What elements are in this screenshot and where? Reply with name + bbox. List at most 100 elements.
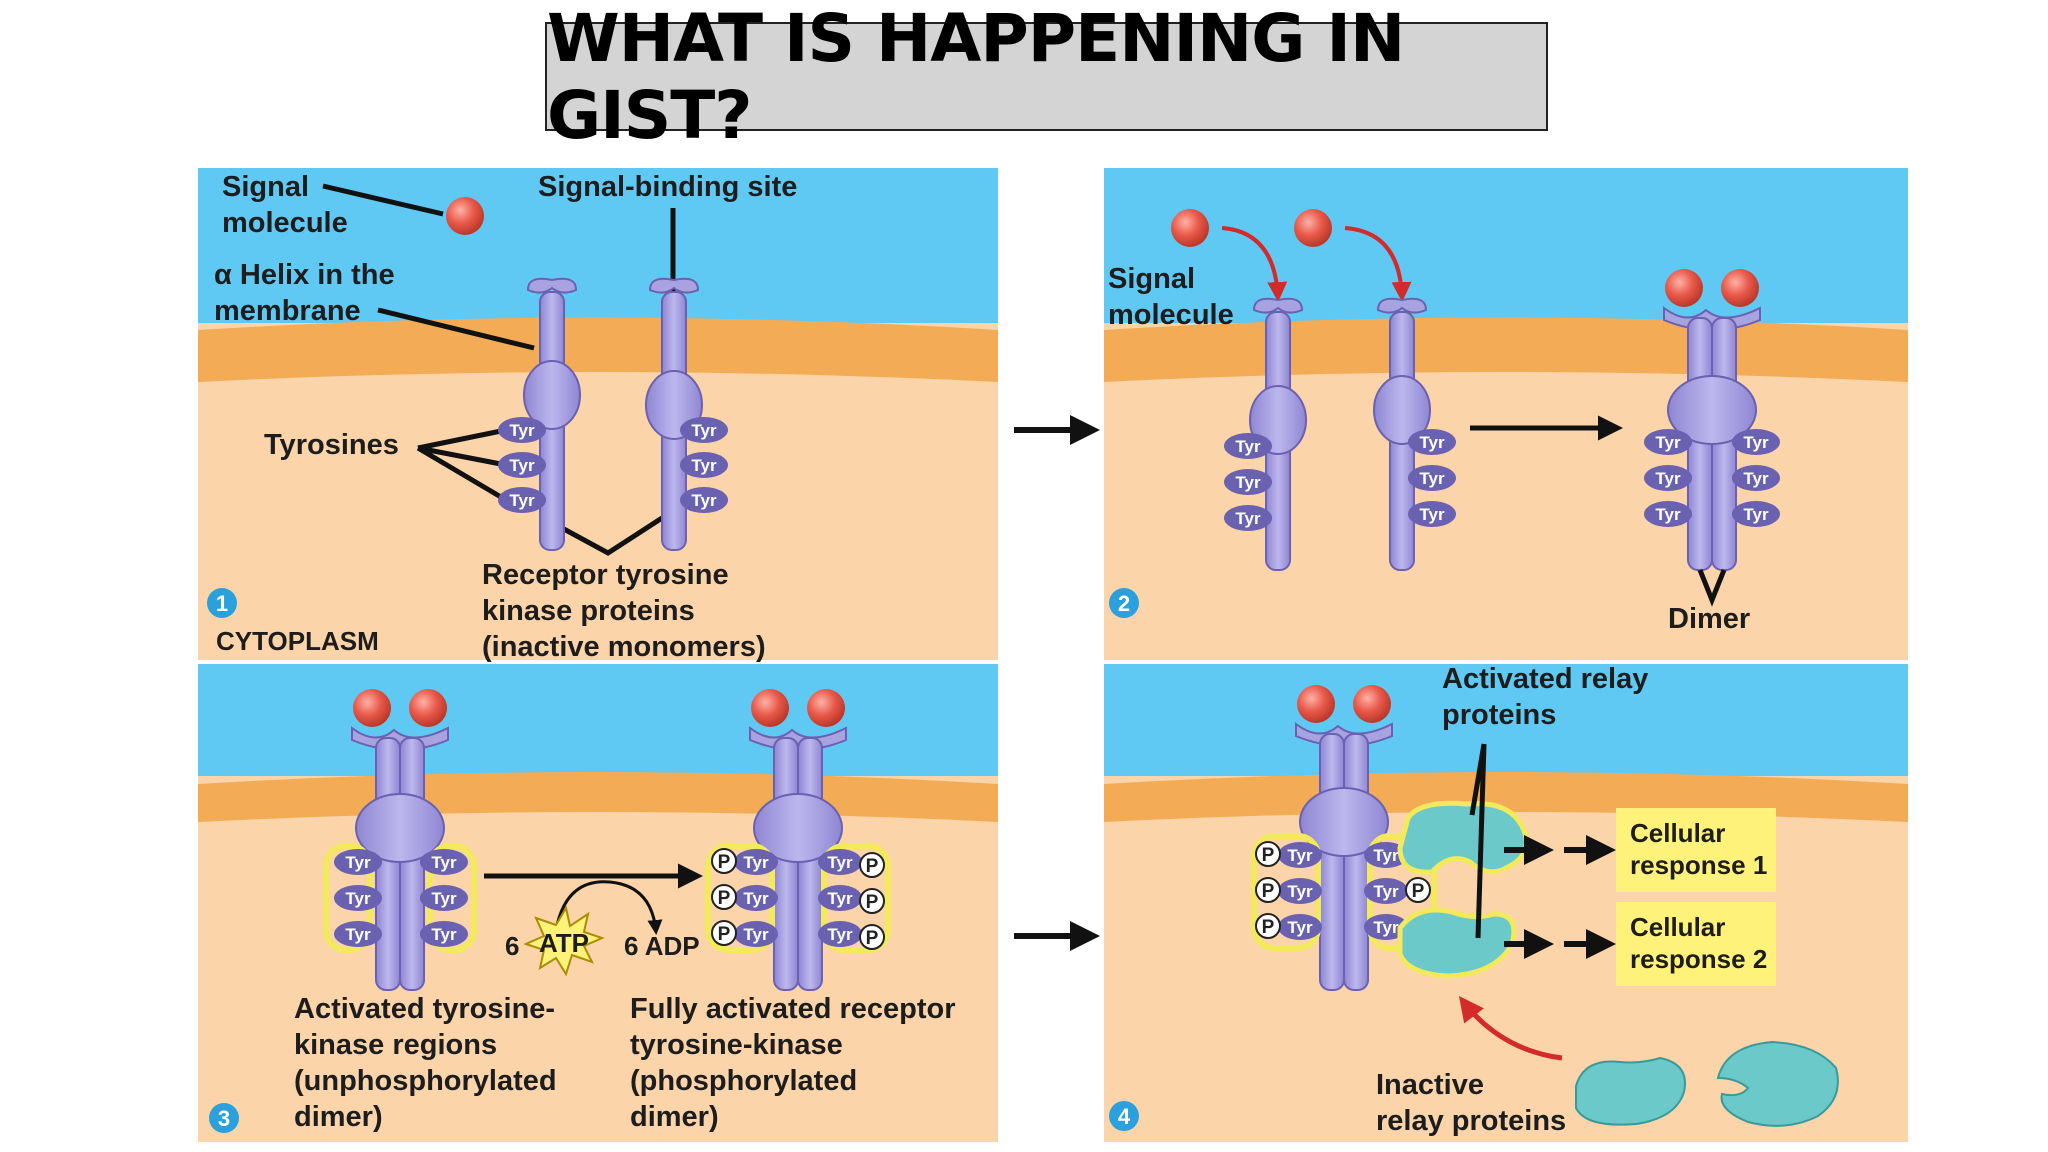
tyrosine: Tyr [1408,465,1456,491]
cellular-response-1: Cellular response 1 [1616,808,1776,892]
tyrosine: Tyr [498,487,546,513]
tyrosine: Tyr [734,849,778,875]
svg-text:Tyr: Tyr [1655,469,1681,488]
svg-text:Tyr: Tyr [1743,469,1769,488]
signal-molecule-label: molecule [1108,299,1234,331]
svg-text:P: P [718,852,731,873]
svg-text:Tyr: Tyr [1419,505,1445,524]
svg-text:Tyr: Tyr [1655,433,1681,452]
svg-text:response 1: response 1 [1630,850,1767,880]
svg-text:1: 1 [216,591,228,616]
phosphate: P [859,924,885,950]
tyrosine: Tyr [1364,914,1408,940]
binding-site-label: Signal-binding site [538,171,797,203]
tyrosine: Tyr [1408,429,1456,455]
tyrosine: Tyr [680,487,728,513]
svg-text:Tyr: Tyr [1287,918,1313,937]
phosphate: P [711,848,737,874]
panel-2 [1104,168,1908,660]
receptor-label: Receptor tyrosine [482,559,729,591]
relay-label: Activated relay [1442,663,1648,695]
step-badge [1109,588,1139,618]
cytoplasm-label: CYTOPLASM [216,626,379,656]
svg-text:Tyr: Tyr [743,853,769,872]
receptor-dimer: Tyr Tyr Tyr Tyr Tyr Tyr [323,689,477,991]
atp-burst: 6 ATP [505,905,605,977]
phosphate: P [1255,877,1281,903]
fully-activated-label: dimer) [630,1101,719,1133]
svg-text:Tyr: Tyr [691,491,717,510]
phosphate: P [859,852,885,878]
tyrosine: Tyr [1644,501,1692,527]
phosphorylated-dimer: Tyr Tyr Tyr Tyr Tyr Tyr P P P P P P [705,689,891,991]
svg-text:Cellular: Cellular [1630,818,1725,848]
atp-label: ATP [539,928,589,958]
svg-text:Tyr: Tyr [509,421,535,440]
svg-text:Tyr: Tyr [1287,882,1313,901]
activated-label: Activated tyrosine- [294,993,555,1025]
alpha-helix-label: membrane [214,295,361,327]
svg-text:Tyr: Tyr [431,925,457,944]
phosphate: P [1255,913,1281,939]
atp-count: 6 [505,931,519,961]
svg-text:Tyr: Tyr [509,456,535,475]
signal-molecule [1171,209,1209,247]
phosphate: P [1405,877,1431,903]
svg-text:Tyr: Tyr [1235,473,1261,492]
tyrosine: Tyr [334,849,382,875]
tyrosine: Tyr [420,885,468,911]
svg-text:P: P [866,856,879,877]
svg-text:Tyr: Tyr [1235,437,1261,456]
svg-text:P: P [718,924,731,945]
svg-text:3: 3 [218,1106,230,1131]
svg-text:2: 2 [1118,591,1130,616]
svg-text:Tyr: Tyr [1743,433,1769,452]
svg-text:Tyr: Tyr [1373,846,1399,865]
tyrosines-label: Tyrosines [264,429,399,461]
svg-text:Tyr: Tyr [345,889,371,908]
tyrosine: Tyr [498,417,546,443]
activated-relay-protein [1397,800,1529,875]
svg-text:response 2: response 2 [1630,944,1767,974]
svg-text:P: P [718,888,731,909]
alpha-helix-label: α Helix in the [214,259,395,291]
inactive-label: Inactive [1376,1069,1484,1101]
tyrosine: Tyr [818,849,862,875]
activated-relay-protein [1397,907,1517,979]
svg-text:Tyr: Tyr [345,925,371,944]
tyrosine: Tyr [818,921,862,947]
activated-label: (unphosphorylated [294,1065,557,1097]
tyrosine: Tyr [1224,433,1272,459]
tyrosine: Tyr [818,885,862,911]
tyrosine: Tyr [420,921,468,947]
tyrosine: Tyr [1732,501,1780,527]
receptor-monomer: Tyr Tyr Tyr [498,277,581,551]
tyrosine: Tyr [1364,842,1408,868]
svg-text:P: P [866,892,879,913]
svg-text:Tyr: Tyr [345,853,371,872]
svg-text:Tyr: Tyr [1655,505,1681,524]
svg-text:Tyr: Tyr [1373,918,1399,937]
tyrosine: Tyr [1224,469,1272,495]
svg-text:Tyr: Tyr [1743,505,1769,524]
phosphate: P [711,920,737,946]
tyrosine: Tyr [1278,914,1322,940]
title-box: WHAT IS HAPPENING IN GIST? [545,0,1548,154]
tyrosine: Tyr [1644,465,1692,491]
signal-molecule-label: molecule [222,207,348,239]
tyrosine: Tyr [1364,878,1408,904]
svg-text:Tyr: Tyr [431,889,457,908]
adp-label: 6 ADP [624,931,700,961]
fully-activated-label: tyrosine-kinase [630,1029,843,1061]
inactive-relay-protein [1716,1040,1839,1127]
svg-text:P: P [1412,881,1425,902]
panel-1 [198,168,998,660]
relay-label: proteins [1442,699,1556,731]
tyrosine: Tyr [734,885,778,911]
receptor-monomer: Tyr Tyr Tyr [645,277,728,551]
phosphate: P [859,888,885,914]
svg-text:Tyr: Tyr [827,853,853,872]
receptor-monomer: Tyr Tyr Tyr [1224,297,1307,571]
signal-molecule-label: Signal [1108,263,1195,295]
